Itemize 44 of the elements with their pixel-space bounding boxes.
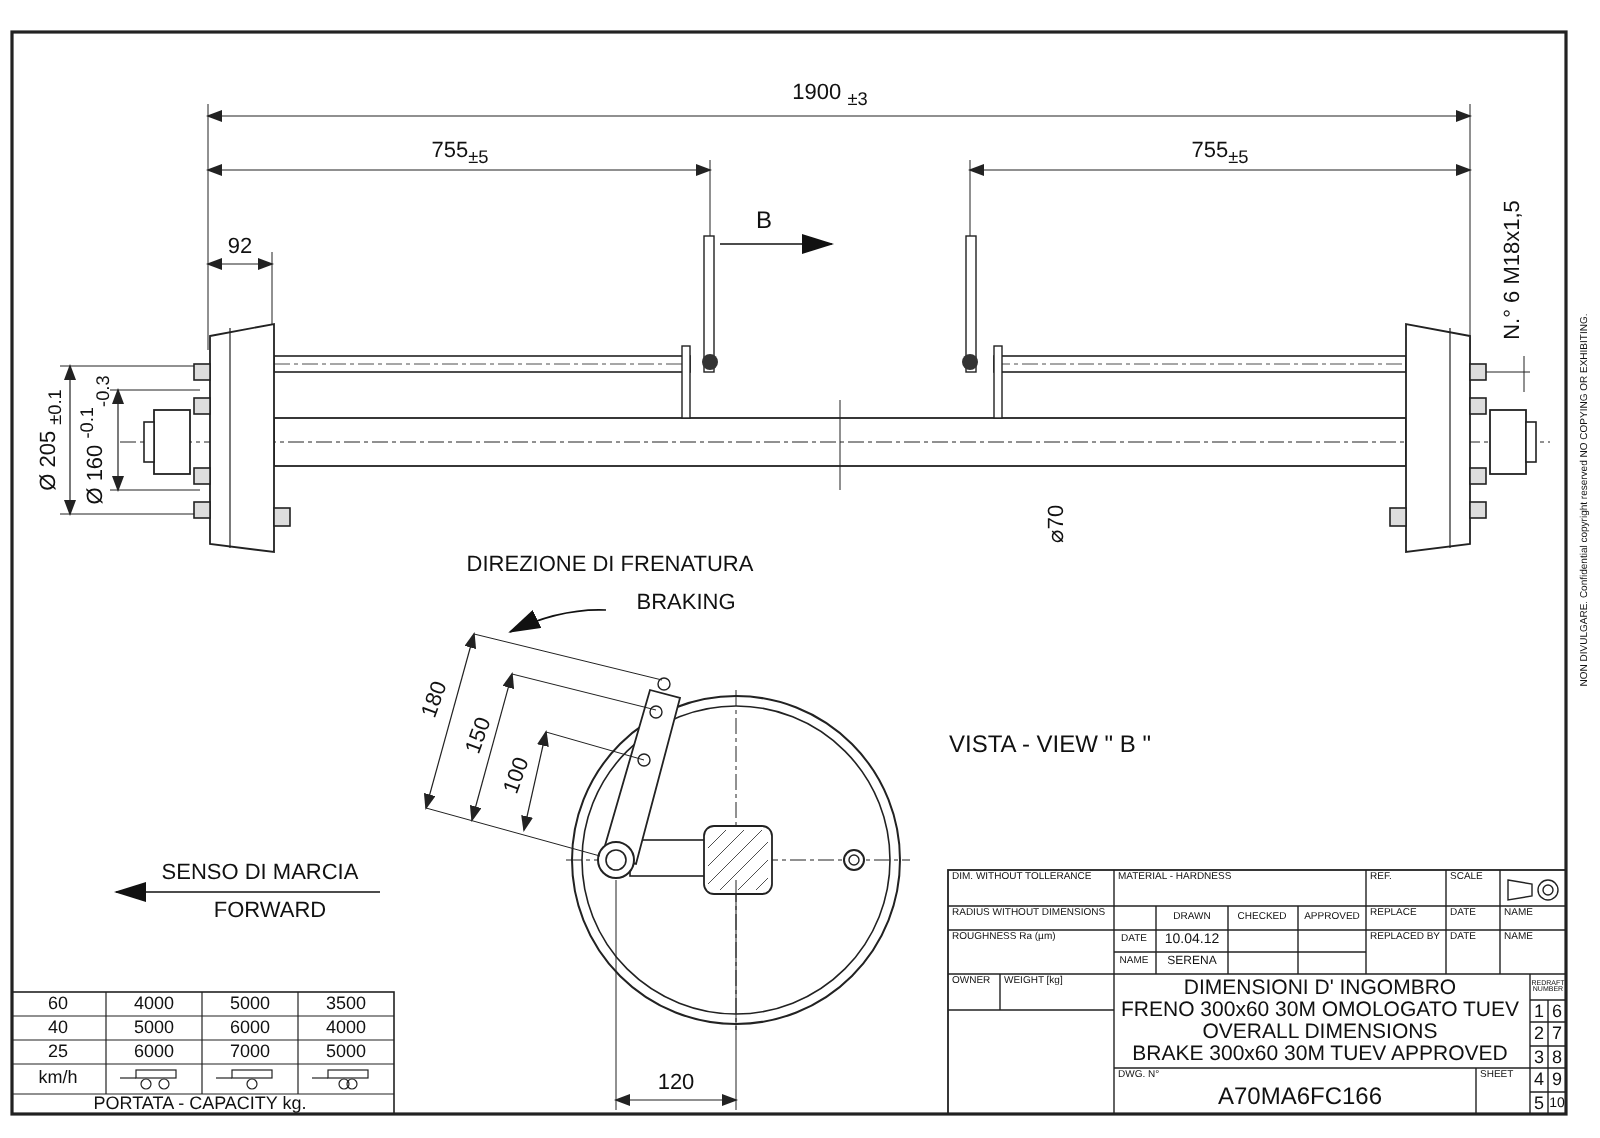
table-value: 5000	[229, 995, 271, 1013]
drawing-title: FRENO 300x60 30M OMOLOGATO TUEV	[1121, 999, 1519, 1021]
drawing-number: A70MA6FC166	[1217, 1084, 1383, 1108]
drawing-title: OVERALL DIMENSIONS	[1202, 1021, 1438, 1043]
table-value: 6000	[229, 1019, 271, 1037]
direction-label: DIREZIONE DI FRENATURA	[466, 555, 754, 577]
table-value: 5000	[325, 1043, 367, 1061]
thread-spec: N.° 6 M18x1,5	[1503, 200, 1525, 340]
revision-number: 1	[1534, 1002, 1544, 1020]
table-value: 3500	[325, 995, 367, 1013]
unit-label: km/h	[38, 1069, 78, 1087]
revision-number: 5	[1534, 1094, 1544, 1112]
revision-number: 2	[1534, 1025, 1544, 1043]
table-value: 25	[48, 1043, 68, 1061]
dimension-value: 755$_{±5}$	[1191, 140, 1249, 168]
revision-number: 6	[1552, 1002, 1562, 1020]
drawing-title: BRAKE 300x60 30M TUEV APPROVED	[1132, 1043, 1508, 1065]
revision-number: 3	[1534, 1048, 1544, 1066]
drawing-title: DIMENSIONI D' INGOMBRO	[1183, 977, 1457, 999]
table-value: 5000	[133, 1019, 175, 1037]
dimension-value: 92	[227, 237, 253, 259]
table-value: 40	[48, 1019, 68, 1037]
dimension-value: 150	[463, 715, 497, 757]
revision-number: 8	[1552, 1048, 1562, 1066]
table-caption: PORTATA - CAPACITY kg.	[93, 1095, 307, 1113]
dimension-value: 100	[501, 755, 535, 797]
view-label: VISTA - VIEW " B "	[949, 732, 1151, 756]
table-value: 7000	[229, 1043, 271, 1061]
revision-number: 7	[1552, 1025, 1562, 1043]
dimension-value: 1900 $_{±3}$	[792, 82, 868, 110]
dimension-value: ⌀70	[1047, 504, 1069, 544]
dimension-value: 180	[419, 679, 453, 721]
dimension-value: 755$_{±5}$	[431, 140, 489, 168]
table-value: 4000	[325, 1019, 367, 1037]
view-letter: B	[756, 208, 772, 232]
direction-label: FORWARD	[213, 901, 327, 923]
table-value: 4000	[133, 995, 175, 1013]
table-value: 6000	[133, 1043, 175, 1061]
dimension-value: 120	[657, 1073, 695, 1095]
direction-label: BRAKING	[636, 593, 736, 615]
revision-number: 4	[1534, 1071, 1544, 1089]
table-value: 60	[48, 995, 68, 1013]
revision-number: 9	[1552, 1071, 1562, 1089]
direction-label: SENSO DI MARCIA	[161, 863, 359, 885]
